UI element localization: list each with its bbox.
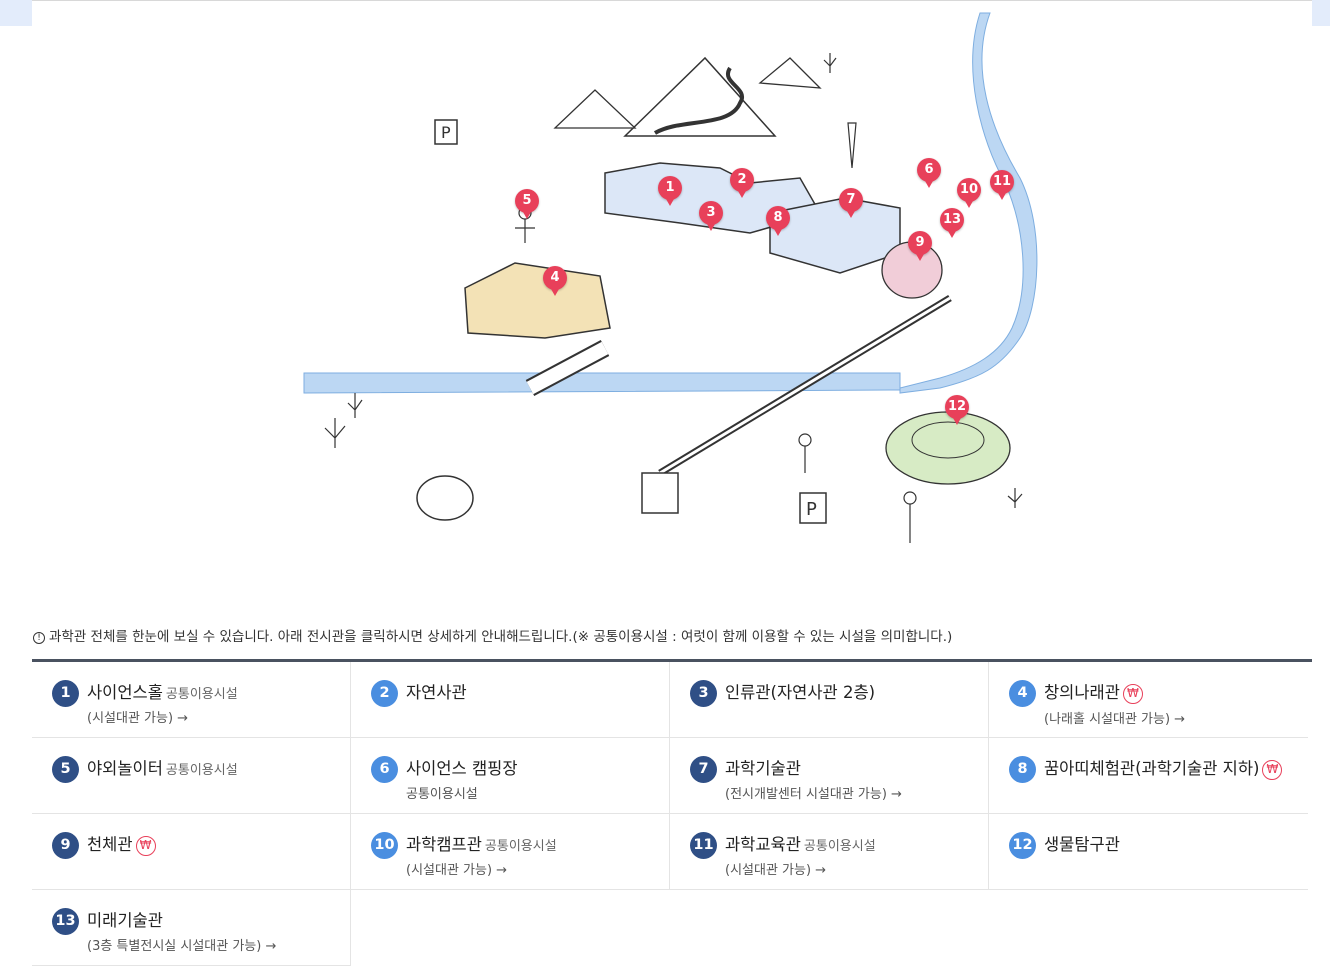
facility-number-badge: 4	[1009, 680, 1036, 707]
paid-won-icon: ₩	[1262, 760, 1283, 780]
facility-name[interactable]: 과학기술관	[725, 759, 801, 778]
map-pin-5[interactable]: 5	[515, 189, 539, 219]
paid-won-icon: ₩	[135, 836, 156, 856]
facility-rental-link[interactable]: (나래홀 시설대관 가능) →	[1044, 712, 1186, 727]
facility-name[interactable]: 사이언스홀	[87, 683, 163, 702]
facility-name[interactable]: 자연사관	[406, 683, 467, 702]
facility-title: 자연사관	[406, 679, 669, 703]
facility-title: 미래기술관	[87, 907, 350, 931]
science-museum-map: P P 1 2 3	[300, 8, 1045, 568]
facility-number-badge: 1	[52, 680, 79, 707]
map-notice: ! 과학관 전체를 한눈에 보실 수 있습니다. 아래 전시관을 클릭하시면 상세…	[33, 625, 952, 645]
map-pin-3[interactable]: 3	[699, 201, 723, 231]
facility-name[interactable]: 천체관	[87, 835, 133, 854]
svg-text:P: P	[806, 499, 817, 520]
map-pin-4[interactable]: 4	[543, 266, 567, 296]
facility-item[interactable]: 9 천체관₩	[32, 814, 351, 890]
map-pin-11[interactable]: 11	[990, 170, 1014, 200]
facility-name[interactable]: 생물탐구관	[1044, 835, 1120, 854]
facility-item[interactable]: 12 생물탐구관	[989, 814, 1308, 890]
facility-tag: 공통이용시설	[803, 839, 876, 854]
map-pin-9[interactable]: 9	[908, 231, 932, 261]
map-pin-12[interactable]: 12	[945, 395, 969, 425]
facility-title: 과학기술관	[725, 755, 988, 779]
facility-name[interactable]: 과학캠프관	[406, 835, 482, 854]
top-divider	[32, 0, 1312, 1]
facility-tag: 공통이용시설	[165, 687, 238, 702]
facility-title: 생물탐구관	[1044, 831, 1308, 855]
facility-title: 인류관(자연사관 2층)	[725, 679, 988, 703]
facility-number-badge: 7	[690, 756, 717, 783]
facility-rental-link[interactable]: (전시개발센터 시설대관 가능) →	[725, 787, 902, 802]
map-pin-1[interactable]: 1	[658, 176, 682, 206]
map-pin-7[interactable]: 7	[839, 188, 863, 218]
facility-title: 사이언스 캠핑장	[406, 755, 669, 779]
facility-name[interactable]: 꿈아띠체험관(과학기술관 지하)	[1044, 759, 1260, 778]
facility-name[interactable]: 인류관(자연사관 2층)	[725, 683, 876, 702]
facility-title: 천체관₩	[87, 831, 350, 856]
facility-rental-link[interactable]: 공통이용시설	[406, 787, 478, 802]
facility-title: 꿈아띠체험관(과학기술관 지하)₩	[1044, 755, 1308, 780]
map-pin-2[interactable]: 2	[730, 168, 754, 198]
facility-item[interactable]: 8 꿈아띠체험관(과학기술관 지하)₩	[989, 738, 1308, 814]
facility-rental-link[interactable]: (시설대관 가능) →	[406, 863, 508, 878]
facility-number-badge: 12	[1009, 832, 1036, 859]
facility-number-badge: 6	[371, 756, 398, 783]
facility-tag: 공통이용시설	[484, 839, 557, 854]
facility-rental-link[interactable]: (3층 특별전시실 시설대관 가능) →	[87, 939, 277, 954]
facility-number-badge: 5	[52, 756, 79, 783]
facility-number-badge: 3	[690, 680, 717, 707]
map-pin-8[interactable]: 8	[766, 206, 790, 236]
facility-item[interactable]: 4 창의나래관₩ (나래홀 시설대관 가능) →	[989, 662, 1308, 738]
facility-item[interactable]: 13 미래기술관 (3층 특별전시실 시설대관 가능) →	[32, 890, 351, 966]
facility-title: 창의나래관₩	[1044, 679, 1308, 704]
facility-name[interactable]: 과학교육관	[725, 835, 801, 854]
facility-name[interactable]: 사이언스 캠핑장	[406, 759, 518, 778]
facility-number-badge: 10	[371, 832, 398, 859]
facility-number-badge: 9	[52, 832, 79, 859]
facility-rental-link[interactable]: (시설대관 가능) →	[87, 711, 189, 726]
map-illustration: P P	[303, 12, 1038, 543]
facility-name[interactable]: 창의나래관	[1044, 683, 1120, 702]
map-pin-6[interactable]: 6	[917, 158, 941, 188]
facility-item[interactable]: 2 자연사관	[351, 662, 670, 738]
facility-item[interactable]: 3 인류관(자연사관 2층)	[670, 662, 989, 738]
edge-left	[0, 0, 32, 26]
facility-tag: 공통이용시설	[165, 763, 238, 778]
facility-number-badge: 2	[371, 680, 398, 707]
facility-number-badge: 13	[52, 908, 79, 935]
info-circle-icon: !	[33, 632, 45, 644]
facility-number-badge: 11	[690, 832, 717, 859]
paid-won-icon: ₩	[1122, 684, 1143, 704]
svg-text:P: P	[441, 123, 451, 142]
facility-number-badge: 8	[1009, 756, 1036, 783]
notice-text: 과학관 전체를 한눈에 보실 수 있습니다. 아래 전시관을 클릭하시면 상세하…	[49, 629, 953, 645]
facility-name[interactable]: 야외놀이터	[87, 759, 163, 778]
facility-rental-link[interactable]: (시설대관 가능) →	[725, 863, 827, 878]
facility-name[interactable]: 미래기술관	[87, 911, 163, 930]
edge-right	[1312, 0, 1330, 26]
map-pin-13[interactable]: 13	[940, 208, 964, 238]
map-pin-10[interactable]: 10	[957, 178, 981, 208]
facility-item[interactable]: 7 과학기술관 (전시개발센터 시설대관 가능) →	[670, 738, 989, 814]
